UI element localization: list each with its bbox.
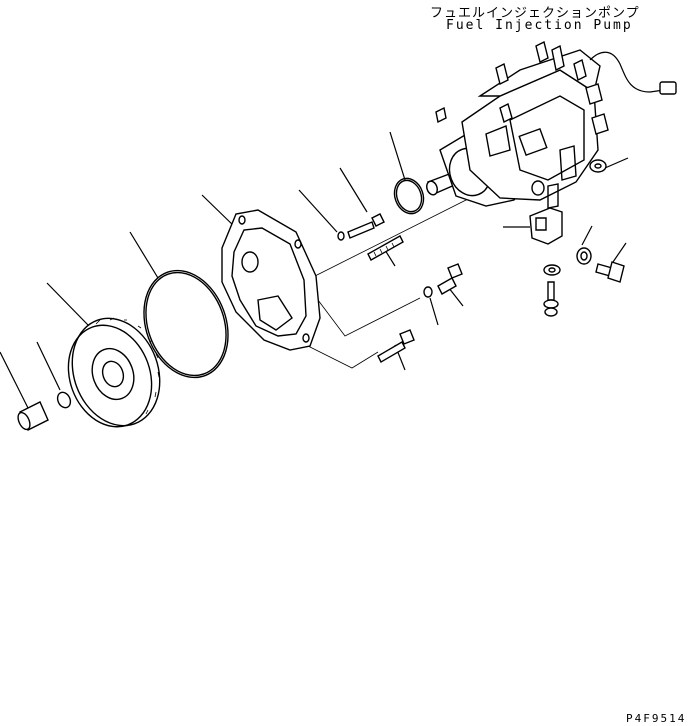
nut-right (577, 248, 591, 264)
bolt-upper (338, 214, 384, 240)
gear-case-housing (222, 210, 320, 350)
drawing-code: P4F9514 (626, 712, 687, 725)
sleeve-part (16, 402, 48, 431)
assembly-title-english: Fuel Injection Pump (446, 18, 633, 33)
stud-bolt (368, 236, 403, 260)
gear-part (55, 306, 175, 439)
o-ring-small (390, 174, 429, 217)
washer-right-lower (544, 265, 560, 275)
washer-right-upper (590, 160, 606, 172)
bolt-lower (378, 330, 414, 362)
bolt-middle (424, 264, 462, 297)
bolt-right (596, 262, 624, 282)
bolt-bracket (544, 282, 558, 316)
pump-bracket (530, 184, 562, 244)
washer-small (55, 390, 73, 410)
assembly-title-japanese: フュエルインジェクションポンプ (430, 6, 640, 21)
o-ring-large (130, 259, 243, 390)
fuel-injection-pump (425, 42, 676, 206)
